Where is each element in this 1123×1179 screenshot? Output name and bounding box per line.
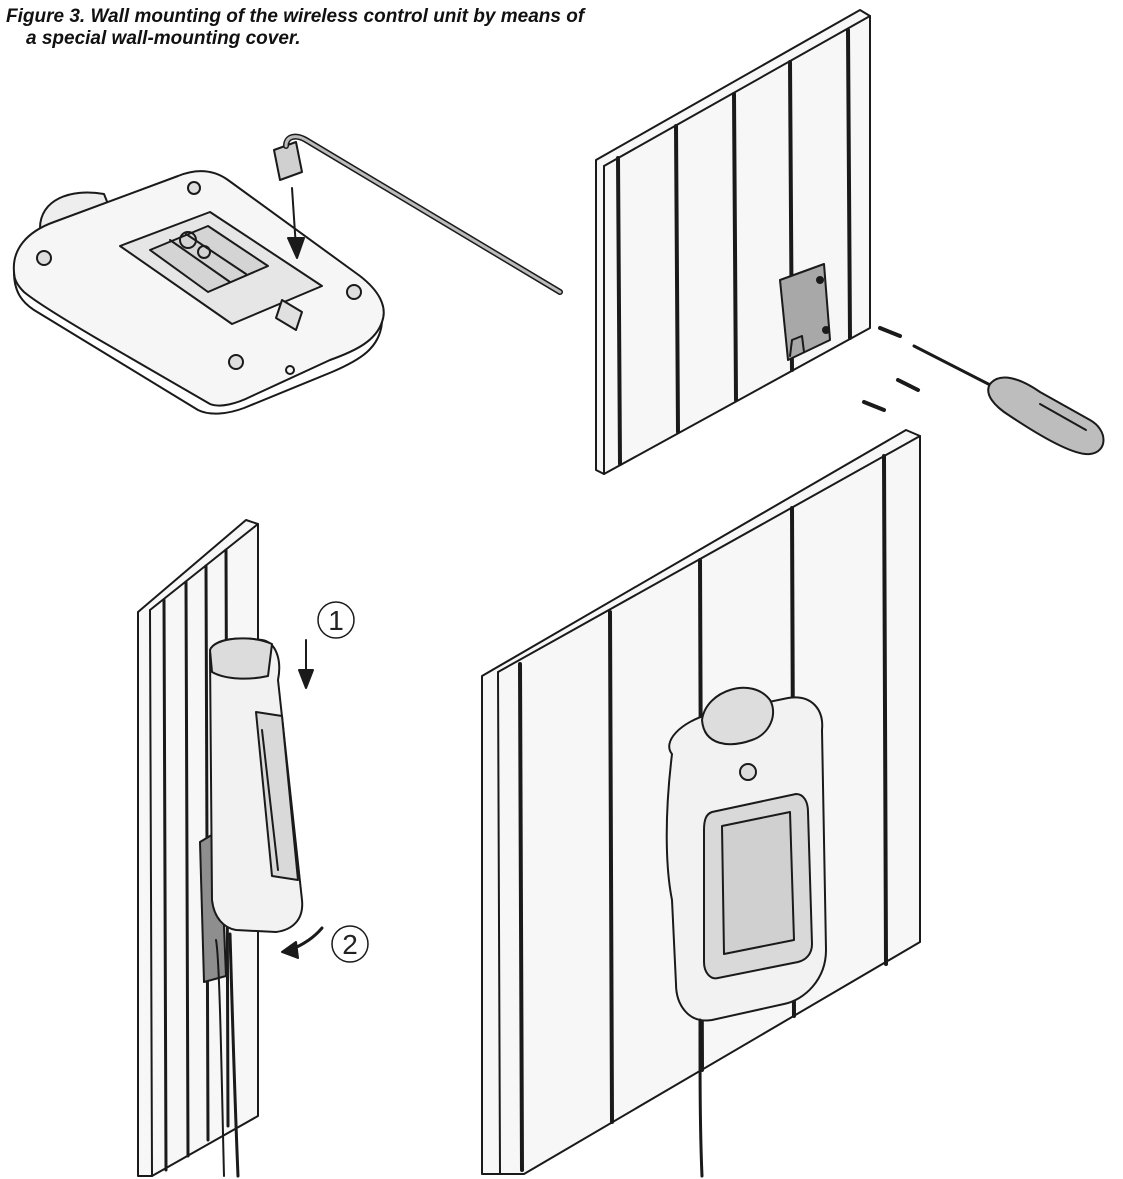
wall-panel-with-bracket (595, 9, 1105, 475)
caption-line-1: Figure 3. Wall mounting of the wireless … (6, 6, 585, 27)
step-1-label: 1 (328, 605, 344, 636)
control-unit-back-view (12, 133, 563, 415)
mounting-bracket (779, 263, 831, 361)
caption-line-2: a special wall-mounting cover. (26, 28, 301, 49)
screws (862, 326, 920, 412)
front-view-mounted-unit (481, 429, 921, 1178)
step-2-label: 2 (342, 929, 358, 960)
side-view-mounting: 1 2 (137, 519, 369, 1178)
screwdriver-icon (912, 344, 1105, 456)
figure-caption: Figure 3. Wall mounting of the wireless … (6, 6, 766, 50)
